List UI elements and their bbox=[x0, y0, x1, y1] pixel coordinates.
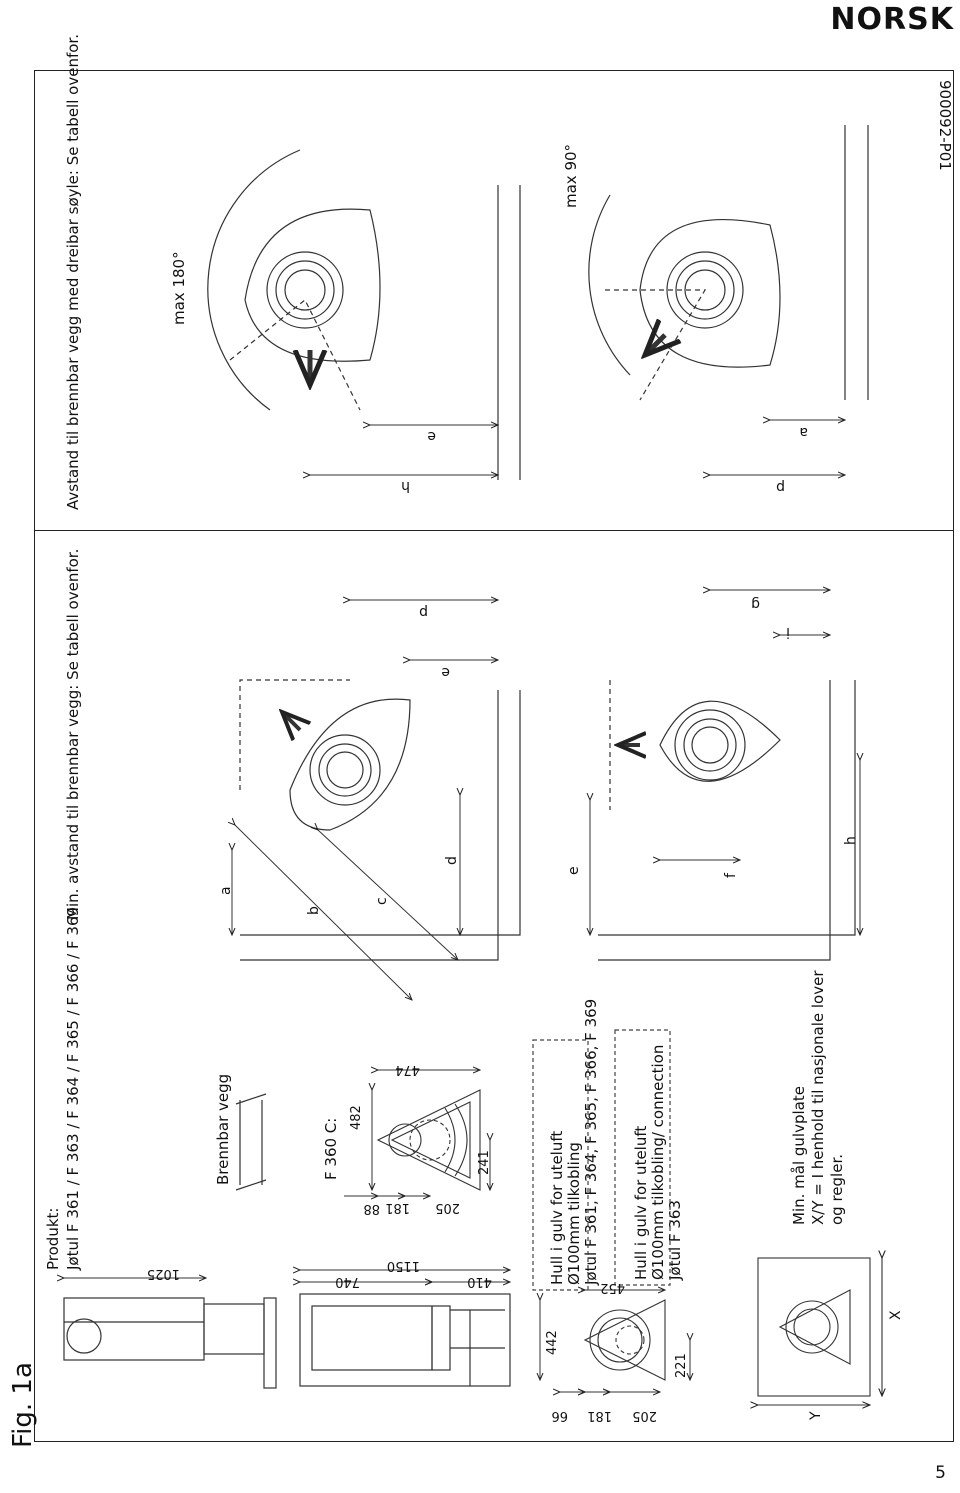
stove-door-window bbox=[311, 1305, 433, 1371]
stove-outline-3 bbox=[244, 208, 381, 362]
note2-box bbox=[614, 1029, 671, 1286]
floor-detail-plan bbox=[583, 1299, 666, 1381]
stove-side-dims bbox=[64, 1270, 510, 1282]
direction-arrow-icon bbox=[282, 712, 300, 730]
rotation-180-dims bbox=[310, 425, 498, 475]
f360c-outline bbox=[376, 1089, 481, 1191]
dim-482: 482 bbox=[349, 1105, 364, 1130]
flue-outlet-icon bbox=[66, 1318, 102, 1354]
stove-top-rect bbox=[63, 1297, 205, 1361]
stove-side-view bbox=[63, 1293, 511, 1389]
corner-b: b bbox=[306, 906, 322, 915]
rotation-90-dims bbox=[710, 420, 845, 475]
corner-wall-outer bbox=[240, 690, 499, 961]
floor-plate bbox=[758, 1258, 882, 1405]
dim-740: 740 bbox=[335, 1274, 360, 1289]
dim-1025: 1025 bbox=[147, 1266, 180, 1281]
stove-outline-2 bbox=[659, 700, 781, 782]
dim-181: 181 bbox=[385, 1200, 410, 1215]
floor-plate-rect bbox=[757, 1257, 871, 1397]
y-label: Y bbox=[808, 1411, 824, 1421]
dim-410: 410 bbox=[467, 1274, 492, 1289]
rotation-90-labels: a p bbox=[776, 424, 808, 495]
rot180-h: h bbox=[401, 478, 410, 494]
x-label: X bbox=[888, 1310, 904, 1320]
note1-box bbox=[532, 1039, 589, 1291]
combustible-wall-icon bbox=[235, 1093, 267, 1191]
air-hole-icon bbox=[615, 1325, 645, 1355]
dim-88: 88 bbox=[363, 1201, 380, 1216]
wall-dim-labels: e f g h i bbox=[566, 596, 859, 878]
stove-outline bbox=[289, 698, 411, 831]
wall-dims bbox=[590, 590, 860, 935]
dim-452: 452 bbox=[600, 1280, 625, 1295]
corner-d: d bbox=[444, 856, 460, 865]
rotation-180-labels: e h bbox=[401, 428, 436, 494]
dim-221: 221 bbox=[674, 1353, 689, 1378]
wall-e: e bbox=[566, 866, 582, 875]
dim-1150: 1150 bbox=[387, 1258, 420, 1273]
rotation-180-view bbox=[207, 149, 521, 480]
dim-442: 442 bbox=[545, 1330, 560, 1355]
corner-a: a bbox=[218, 886, 234, 895]
f360c-plan bbox=[376, 1089, 481, 1191]
stove-outline-4 bbox=[639, 218, 781, 368]
wall-g: g bbox=[751, 596, 760, 612]
dim-241: 241 bbox=[477, 1150, 492, 1175]
rotate-arrow-icon-2 bbox=[645, 335, 665, 355]
stove-body-rect bbox=[299, 1293, 511, 1387]
wall-h: h bbox=[843, 836, 859, 845]
corner-dim-labels: a b c d e p bbox=[218, 604, 460, 915]
section-divider bbox=[34, 530, 954, 531]
corner-p: p bbox=[419, 604, 428, 620]
dim-181b: 181 bbox=[587, 1408, 612, 1423]
rotation-90-view bbox=[588, 125, 869, 401]
rot90-p: p bbox=[776, 479, 785, 495]
dim-66: 66 bbox=[551, 1408, 568, 1423]
corner-c: c bbox=[374, 897, 390, 905]
rot90-a: a bbox=[799, 424, 808, 440]
wall-f: f bbox=[723, 872, 739, 878]
dim-474: 474 bbox=[395, 1062, 420, 1077]
wall-i: i bbox=[786, 624, 790, 640]
page-number: 5 bbox=[935, 1463, 946, 1483]
floor-detail-dims bbox=[540, 1290, 690, 1392]
flue-ring-outer bbox=[589, 1309, 651, 1371]
f360c-dims bbox=[344, 1070, 490, 1196]
wall-installation bbox=[598, 680, 856, 961]
figure-frame bbox=[34, 70, 954, 1442]
stove-side-dim-labels: 1025 1150 740 410 bbox=[147, 1258, 492, 1289]
dim-205b: 205 bbox=[632, 1408, 657, 1423]
corner-dims bbox=[232, 600, 498, 1000]
flue-outer-ring bbox=[309, 734, 381, 806]
language-label: NORSK bbox=[830, 2, 954, 37]
floor-detail-dim-labels: 442 452 221 66 181 205 bbox=[545, 1280, 689, 1423]
rot180-e: e bbox=[427, 428, 436, 444]
corner-e: e bbox=[441, 664, 450, 680]
corner-installation bbox=[239, 679, 521, 961]
dim-205: 205 bbox=[435, 1200, 460, 1215]
f360c-dim-labels: 474 482 88 181 205 241 bbox=[349, 1062, 492, 1216]
